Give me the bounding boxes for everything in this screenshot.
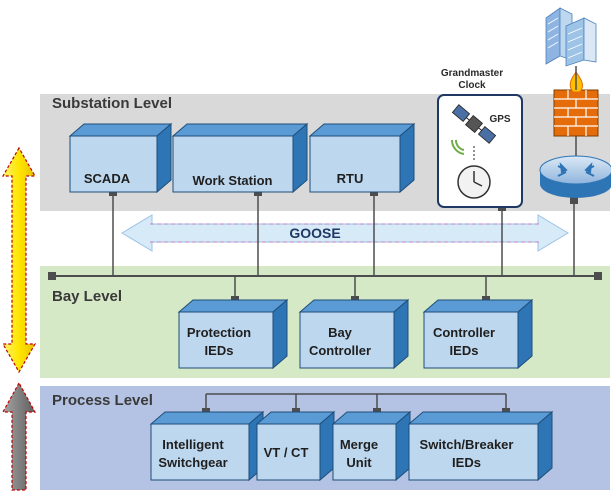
switch-breaker-ieds-label: Switch/Breaker IEDs	[419, 437, 514, 470]
device-boxes	[68, 122, 554, 482]
scada-label: SCADA	[83, 171, 131, 186]
merge-unit-label: Merge Unit	[339, 437, 379, 470]
clock-icon	[457, 165, 491, 199]
bay-controller-label: Bay Controller	[308, 325, 372, 358]
firewall-icon	[553, 71, 599, 137]
building-icon	[545, 7, 597, 67]
level-span-arrow-grey	[1, 381, 37, 491]
grandmaster-clock-title: Grandmaster Clock	[440, 68, 504, 91]
rtu-label: RTU	[336, 171, 364, 186]
bay-level-title: Bay Level	[52, 288, 123, 305]
substation-level-title: Substation Level	[52, 95, 173, 112]
controller-ieds-label: Controller IEDs	[432, 325, 496, 358]
vt-ct-label: VT / CT	[263, 445, 309, 460]
protection-ieds-label: Protection IEDs	[186, 325, 252, 358]
goose-label: GOOSE	[289, 225, 341, 241]
work-station-label: Work Station	[192, 173, 273, 188]
process-level-title: Process Level	[52, 392, 153, 409]
gps-label: GPS	[489, 114, 511, 125]
goose-arrow	[121, 214, 569, 252]
intelligent-switchgear-label: Intelligent Switchgear	[158, 437, 228, 470]
router-icon	[539, 155, 611, 198]
satellite-icon	[450, 104, 497, 155]
level-span-arrow-yellow	[1, 146, 37, 374]
